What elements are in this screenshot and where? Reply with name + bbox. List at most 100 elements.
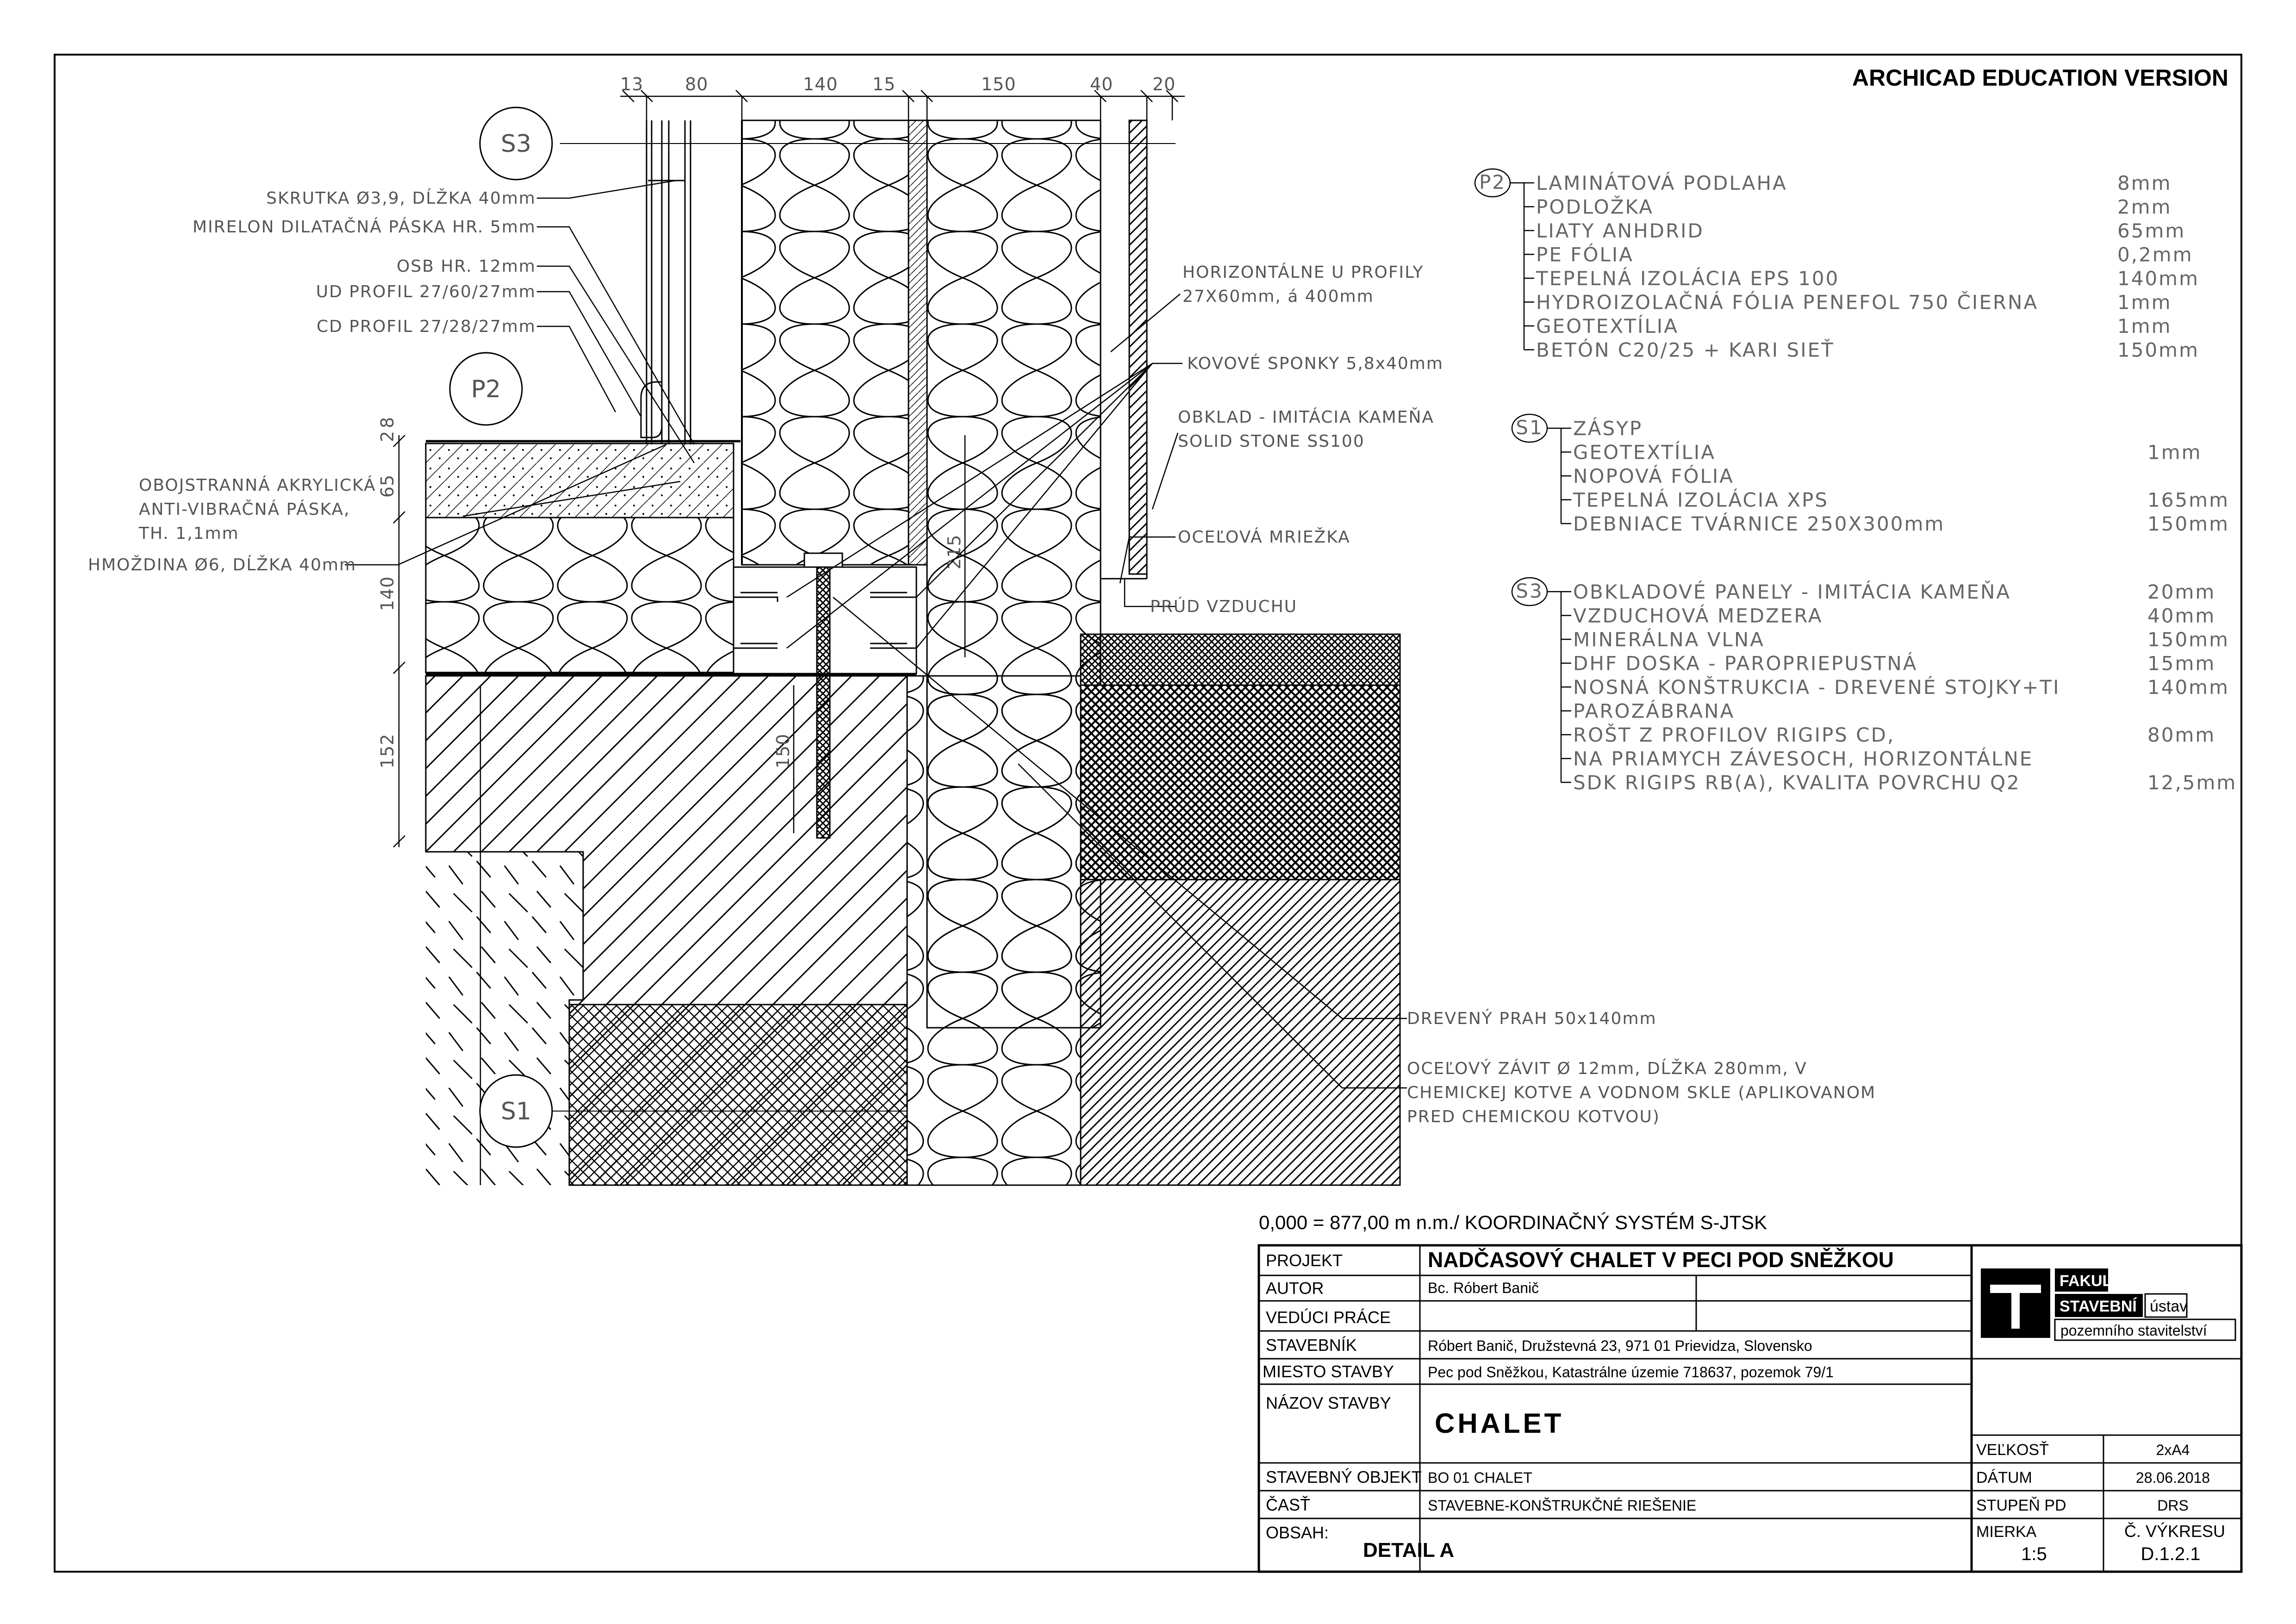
tb-stavebnik-label: STAVEBNÍK [1266,1336,1357,1355]
dim-top-15: 15 [872,74,896,94]
marker-s1-label: S1 [501,1098,531,1125]
dim-inner-150: 150 [773,733,793,768]
dhf-board [908,119,928,566]
spec-layer-name: TEPELNÁ IZOLÁCIA EPS 100 [1536,267,1839,290]
spec-leader-s3 [1547,591,1562,782]
dim-top-20: 20 [1152,74,1176,94]
dim-left-152: 152 [377,733,398,768]
spec-layer-name: HYDROIZOLAČNÁ FÓLIA PENEFOL 750 ČIERNA [1536,291,2038,314]
spec-layer-thickness: 165mm [2147,489,2229,512]
callout-rod-2: CHEMICKEJ KOTVE A VODNOM SKLE (APLIKOVAN… [1407,1083,1876,1102]
tb-objekt-value: BO 01 CHALET [1428,1469,1532,1486]
spec-layer-thickness: 150mm [2147,512,2229,535]
dim-top-13: 13 [620,74,643,94]
spec-layer-name: ZÁSYP [1573,417,1643,440]
tb-nazov-label: NÁZOV STAVBY [1266,1393,1391,1412]
spec-layer-thickness: 1mm [2117,291,2172,314]
left-dimension-chain [393,435,481,1185]
spec-tag-label-p2: P2 [1479,171,1506,194]
callout-sill: DREVENÝ PRAH 50x140mm [1407,1009,1657,1028]
spec-tag-label-s3: S3 [1516,580,1543,602]
spec-layer-thickness: 15mm [2147,652,2215,675]
spec-layer-name: NOSNÁ KONŠTRUKCIA - DREVENÉ STOJKY+TI [1573,675,2060,699]
spec-layer-name: LIATY ANHDRID [1536,219,1704,242]
floor-anhydrite [425,443,734,518]
stone-cladding [1128,119,1148,575]
tb-obsah-label: OBSAH: [1266,1523,1329,1542]
dim-top-80: 80 [685,74,708,94]
tb-datum-value: 28.06.2018 [2136,1469,2210,1486]
spec-layer-name: BETÓN C20/25 + KARI SIEŤ [1536,338,1835,362]
logo-ustav: ústav [2150,1298,2187,1315]
spec-layer-thickness: 12,5mm [2147,771,2237,794]
callout-u-profiles-2: 27X60mm, á 400mm [1182,287,1374,306]
spec-layer-thickness: 20mm [2147,581,2215,603]
spec-layer-name: ROŠT Z PROFILOV RIGIPS CD, [1573,723,1895,746]
callout-mesh: OCEĽOVÁ MRIEŽKA [1178,527,1350,547]
top-dimension-chain [620,90,1185,120]
watermark: ARCHICAD EDUCATION VERSION [1852,65,2228,91]
spec-layer-name: TEPELNÁ IZOLÁCIA XPS [1573,488,1829,512]
tb-miesto-value: Pec pod Sněžkou, Katastrálne územie 7186… [1428,1364,1834,1380]
callout-airflow: PRÚD VZDUCHU [1150,597,1297,616]
spec-layer-name: DHF DOSKA - PAROPRIEPUSTNÁ [1573,652,1917,675]
callout-rod-1: OCEĽOVÝ ZÁVIT Ø 12mm, DĹŽKA 280mm, V [1407,1059,1807,1078]
spec-layer-name: NA PRIAMYCH ZÁVESOCH, HORIZONTÁLNE [1573,747,2033,770]
callout-screw: SKRUTKA Ø3,9, DĹŽKA 40mm [266,188,536,208]
dim-inner-215: 215 [944,534,964,569]
spec-layer-name: SDK RIGIPS RB(A), KVALITA POVRCHU Q2 [1573,771,2021,794]
tb-vykres-label: Č. VÝKRESU [2124,1522,2225,1541]
tb-nazov-value: CHALET [1435,1408,1564,1439]
callout-rod-3: PRED CHEMICKOU KOTVOU) [1407,1107,1660,1126]
tb-cast-value: STAVEBNE-KONŠTRUKČNÉ RIEŠENIE [1428,1497,1696,1514]
dim-top-40: 40 [1090,74,1113,94]
callout-mirelon: MIRELON DILATAČNÁ PÁSKA HR. 5mm [193,217,536,237]
spec-layer-name: OBKLADOVÉ PANELY - IMITÁCIA KAMEŇA [1573,580,2011,603]
tb-obsah-value: DETAIL A [1363,1539,1454,1562]
marker-s3 [479,106,553,181]
tb-mierka-label: MIERKA [1976,1523,2037,1541]
tb-stupen-value: DRS [2157,1497,2189,1514]
tb-stavebnik-value: Róbert Banič, Družstevná 23, 971 01 Prie… [1428,1337,1812,1354]
spec-layer-thickness: 150mm [2117,339,2199,362]
spec-tag-label-s1: S1 [1516,416,1543,439]
callout-u-profiles-1: HORIZONTÁLNE U PROFILY [1182,262,1424,282]
spec-layer-thickness: 2mm [2117,196,2172,219]
dim-left-65: 65 [377,475,398,498]
spec-layer-name: LAMINÁTOVÁ PODLAHA [1536,171,1787,194]
callout-acrylic-2: ANTI-VIBRAČNÁ PÁSKA, [139,500,350,519]
right-leaders [786,294,1407,1089]
logo-stavebni: STAVEBNÍ [2060,1298,2137,1315]
tb-autor-value: Bc. Róbert Banič [1428,1280,1539,1296]
tb-cast-label: ČASŤ [1266,1495,1310,1514]
tb-stupen-label: STUPEŇ PD [1976,1497,2066,1514]
callout-acrylic-1: OBOJSTRANNÁ AKRYLICKÁ [139,475,376,495]
gravel-backfill [1080,633,1401,686]
callout-clips: KOVOVÉ SPONKY 5,8x40mm [1187,354,1444,373]
interior-lining [640,120,691,444]
callout-cladding-2: SOLID STONE SS100 [1178,432,1365,451]
callout-ud-profile: UD PROFIL 27/60/27mm [316,282,536,301]
logo-fakulta: FAKULTA [2060,1272,2131,1290]
tb-veduci-label: VEDÚCI PRÁCE [1266,1308,1391,1327]
tb-vykres-value: D.1.2.1 [2141,1544,2201,1564]
callout-cladding-1: OBKLAD - IMITÁCIA KAMEŇA [1178,407,1434,427]
soil-hatch [1080,879,1401,1186]
dim-top-150: 150 [981,74,1016,94]
spec-layer-name: NOPOVÁ FÓLIA [1573,464,1734,487]
stud-insulation [741,119,909,566]
dim-left-2: 2 [377,431,398,442]
spec-layer-name: DEBNIACE TVÁRNICE 250X300mm [1573,512,1945,535]
formwork-block [568,1004,908,1186]
spec-layer-thickness: 0,2mm [2117,244,2193,266]
spec-layer-thickness: 8mm [2117,172,2172,194]
xps-insulation [906,675,1082,1186]
spec-layer-thickness: 1mm [2117,315,2172,337]
dim-top-140: 140 [803,74,838,94]
callout-cd-profile: CD PROFIL 27/28/27mm [317,317,536,336]
callout-osb: OSB HR. 12mm [397,257,536,276]
faculty-logo: FAKULTA STAVEBNÍ ústav pozemního stavite… [1981,1268,2236,1341]
floor-insulation [425,517,734,674]
gravel-layer [1080,684,1401,881]
